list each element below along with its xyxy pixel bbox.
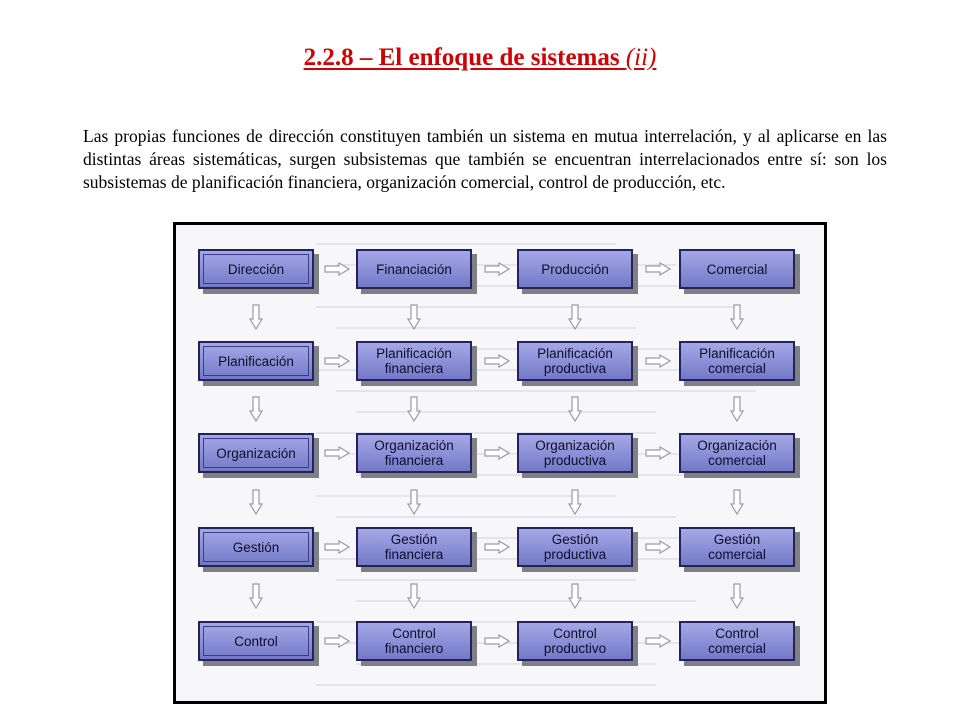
background-texture-line [336, 579, 636, 581]
intro-paragraph: Las propias funciones de dirección const… [83, 126, 887, 192]
arrow-down-icon [407, 489, 421, 515]
background-texture-line [316, 306, 736, 308]
arrow-right-icon [645, 354, 671, 368]
diagram-box: Organización [198, 433, 314, 473]
diagram-box: Comercial [679, 249, 795, 289]
diagram-box-label: Control [234, 633, 278, 649]
arrow-down-icon [407, 304, 421, 330]
diagram-box: Producción [517, 249, 633, 289]
background-texture-line [356, 411, 656, 413]
arrow-down-icon [249, 396, 263, 422]
diagram-box-label: Financiación [376, 261, 452, 277]
background-texture-line [356, 600, 696, 602]
slide-title: 2.2.8 – El enfoque de sistemas (ii) [0, 44, 960, 72]
arrow-right-icon [645, 540, 671, 554]
arrow-right-icon [645, 262, 671, 276]
arrow-down-icon [568, 583, 582, 609]
arrow-right-icon [324, 540, 350, 554]
background-texture-line [336, 327, 636, 329]
arrow-down-icon [730, 396, 744, 422]
background-texture-line [316, 684, 656, 686]
diagram-box: Dirección [198, 249, 314, 289]
diagram-box: Control [198, 621, 314, 661]
diagram-box: Financiación [356, 249, 472, 289]
background-texture-line [316, 621, 696, 623]
arrow-down-icon [568, 304, 582, 330]
arrow-down-icon [730, 583, 744, 609]
background-texture-line [356, 663, 656, 665]
background-texture-line [336, 264, 676, 266]
arrow-right-icon [324, 354, 350, 368]
diagram-box: Planificación [198, 341, 314, 381]
arrow-down-icon [249, 583, 263, 609]
arrow-down-icon [249, 489, 263, 515]
arrow-down-icon [730, 304, 744, 330]
arrow-right-icon [645, 446, 671, 460]
slide-title-main: 2.2.8 – El enfoque de sistemas [303, 44, 620, 71]
diagram-box-label: Gestión [232, 539, 280, 555]
arrow-right-icon [324, 446, 350, 460]
arrow-down-icon [568, 396, 582, 422]
diagram-box: Gestión [198, 527, 314, 567]
background-texture-line [316, 243, 616, 245]
arrow-right-icon [483, 634, 510, 648]
arrow-right-icon [483, 446, 510, 460]
diagram-box-label: Organización [216, 445, 296, 461]
arrow-right-icon [645, 634, 671, 648]
diagram-box-label: Dirección [227, 261, 285, 277]
arrow-down-icon [249, 304, 263, 330]
arrow-down-icon [568, 489, 582, 515]
background-texture-line [316, 495, 616, 497]
diagram-box-label: Planificación [218, 353, 294, 369]
background-texture-line [356, 474, 776, 476]
arrow-down-icon [730, 489, 744, 515]
arrow-right-icon [324, 262, 350, 276]
background-texture-line [316, 369, 696, 371]
arrow-right-icon [483, 540, 510, 554]
diagram-box-label: Comercial [706, 261, 768, 277]
arrow-down-icon [407, 396, 421, 422]
diagram-box-label: Producción [541, 261, 609, 277]
background-texture-line [316, 432, 656, 434]
arrow-right-icon [324, 634, 350, 648]
arrow-right-icon [483, 354, 510, 368]
background-texture-line [336, 390, 756, 392]
slide-title-sub: (ii) [625, 44, 657, 71]
systems-diagram: Dirección Financiación Producción Comercial… [173, 222, 827, 704]
arrow-down-icon [407, 583, 421, 609]
background-texture-line [336, 516, 676, 518]
arrow-right-icon [483, 262, 510, 276]
